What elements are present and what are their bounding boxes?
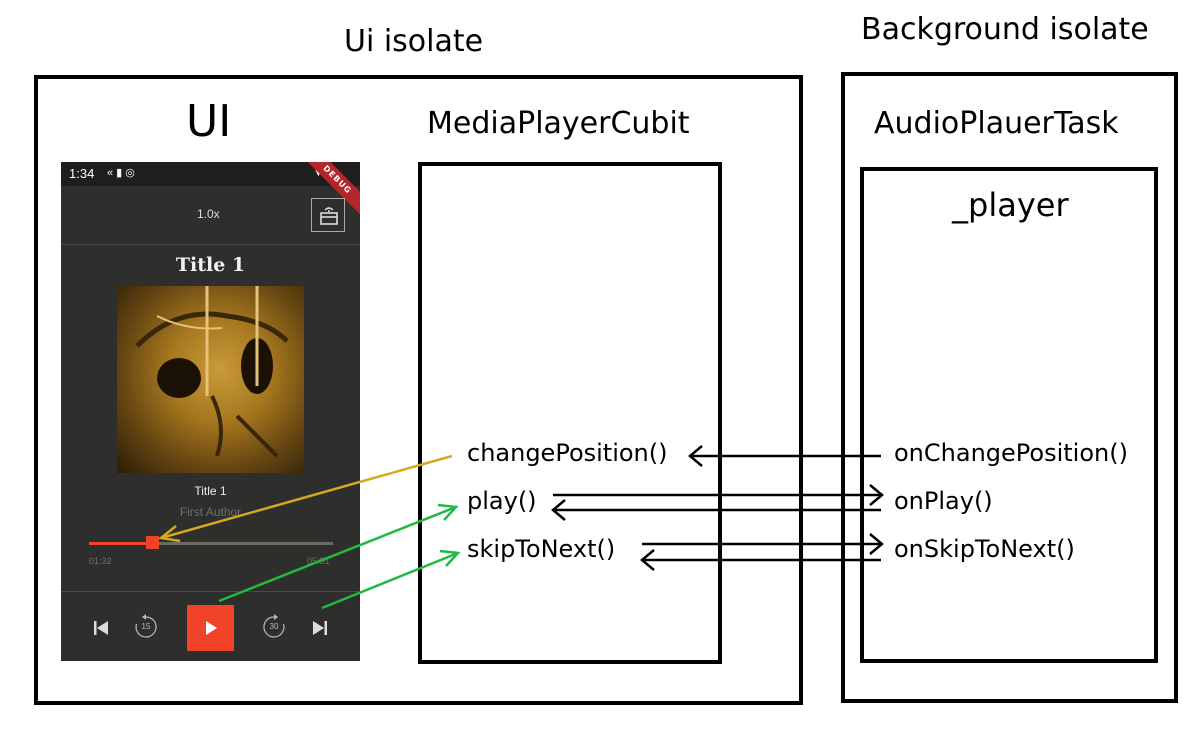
status-time: 1:34 xyxy=(69,166,95,181)
arrow-play-button-to-play xyxy=(218,503,459,603)
arrow-on-change-position-to-change-position xyxy=(688,445,881,467)
cubit-title: MediaPlayerCubit xyxy=(427,106,690,141)
skip-previous-icon[interactable] xyxy=(92,619,110,637)
now-playing-title: Title 1 xyxy=(175,254,246,276)
player-box xyxy=(860,167,1158,663)
speed-button[interactable]: 1.0x xyxy=(197,207,220,221)
cubit-method-skip-to-next: skipToNext() xyxy=(467,535,616,563)
arrow-skip-next-to-skip-to-next xyxy=(321,549,461,610)
ui-isolate-box xyxy=(34,75,803,705)
forward-label: 30 xyxy=(269,622,279,631)
ui-isolate-title: Ui isolate xyxy=(344,24,484,59)
background-isolate-title: Background isolate xyxy=(861,12,1149,47)
play-button[interactable] xyxy=(187,605,234,651)
cast-icon xyxy=(320,207,338,225)
status-icons: « ▮ ◎ xyxy=(107,167,135,179)
arrow-skip-to-next-to-on-skip-to-next xyxy=(642,533,884,555)
elapsed-time: 01:32 xyxy=(89,556,112,566)
seek-bar-thumb[interactable] xyxy=(146,536,160,549)
cast-button[interactable] xyxy=(311,198,345,232)
seek-bar[interactable] xyxy=(89,536,333,549)
background-isolate-box xyxy=(841,72,1178,703)
forward-button[interactable]: 30 xyxy=(261,614,287,640)
track-author: First Author xyxy=(179,505,242,519)
arrow-play-to-on-play xyxy=(553,484,884,506)
rewind-button[interactable]: 15 xyxy=(133,614,159,640)
cubit-box xyxy=(418,162,722,664)
seek-bar-fill xyxy=(89,542,153,545)
track-title: Title 1 xyxy=(194,484,227,498)
rewind-icon xyxy=(135,614,157,638)
arrow-seek-to-change-position xyxy=(158,454,453,543)
arrow-on-skip-to-next-to-skip-to-next xyxy=(640,549,881,571)
album-art xyxy=(117,286,304,473)
forward-icon xyxy=(263,614,285,638)
task-title: AudioPlauerTask xyxy=(874,106,1119,141)
rewind-label: 15 xyxy=(141,622,151,631)
cubit-method-change-position: changePosition() xyxy=(467,439,668,467)
cubit-method-play: play() xyxy=(467,487,537,515)
task-method-on-skip-to-next: onSkipToNext() xyxy=(894,535,1075,563)
player-title: _player xyxy=(952,186,1069,224)
controls-divider xyxy=(61,591,360,592)
skip-next-icon[interactable] xyxy=(311,619,329,637)
play-icon xyxy=(206,621,217,635)
arrow-on-play-to-play xyxy=(551,499,881,521)
ui-column-title: UI xyxy=(186,96,232,147)
phone-screenshot: 1:34 « ▮ ◎ ▼◢▮ DEBUG 1.0x Title 1 Title … xyxy=(61,162,360,661)
header-divider xyxy=(61,244,360,245)
task-method-on-change-position: onChangePosition() xyxy=(894,439,1128,467)
task-method-on-play: onPlay() xyxy=(894,487,993,515)
status-bar: 1:34 « ▮ ◎ ▼◢▮ xyxy=(61,162,360,186)
